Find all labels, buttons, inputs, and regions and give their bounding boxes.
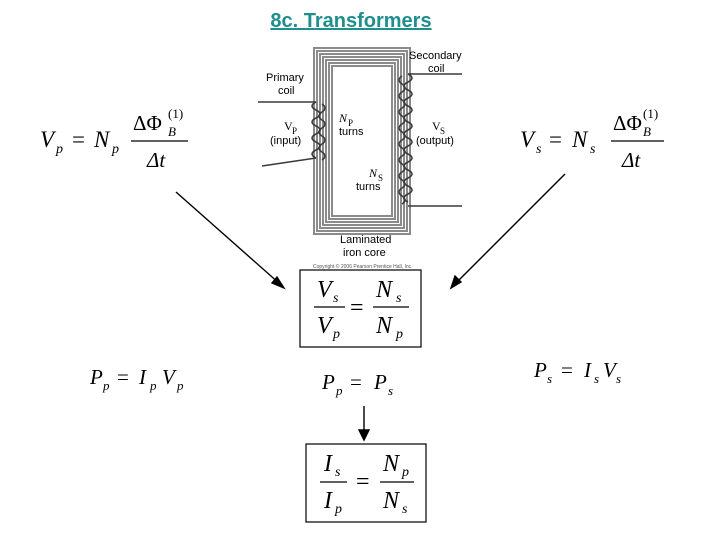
arrow-right-diagonal	[454, 173, 566, 285]
transformer-figure: Primary coil Secondary coil N P turns V …	[258, 47, 462, 270]
svg-text:P: P	[373, 370, 387, 394]
svg-text:P: P	[533, 358, 547, 382]
svg-text:=: =	[117, 365, 129, 389]
vp-label: V	[284, 119, 293, 133]
svg-text:p: p	[149, 378, 157, 393]
vp-input: (input)	[270, 135, 301, 147]
primary-coil-label-1: Primary	[266, 72, 304, 84]
power-equality-equation: P p = P s	[321, 370, 393, 398]
ns-turns: turns	[356, 181, 381, 193]
power-secondary-equation: P s = I s V s	[533, 358, 621, 386]
delta-phi-subscript: B	[643, 124, 651, 139]
svg-text:V: V	[603, 358, 618, 382]
equals-sign: =	[549, 127, 562, 152]
power-primary-equation: P p = I p V p	[89, 365, 184, 393]
np-label: N	[338, 111, 348, 125]
svg-text:V: V	[317, 277, 334, 303]
current-ratio-box	[305, 443, 427, 523]
primary-coil	[258, 101, 326, 167]
svg-text:s: s	[547, 371, 552, 386]
core-label-1: Laminated	[340, 234, 391, 246]
delta-phi: ΔΦ	[613, 111, 642, 135]
svg-text:s: s	[594, 371, 599, 386]
vp-subscript: p	[55, 142, 63, 157]
ns-subscript: s	[590, 142, 596, 157]
svg-text:V: V	[317, 313, 334, 339]
vs-sub: S	[440, 126, 445, 136]
svg-text:I: I	[323, 451, 333, 477]
faraday-primary-equation: V p = N p ΔΦ (1) B Δt	[40, 106, 188, 172]
svg-text:p: p	[332, 327, 340, 342]
svg-text:s: s	[616, 371, 621, 386]
arrow-left-diagonal	[175, 191, 281, 285]
voltage-ratio-box	[299, 269, 422, 348]
svg-text:p: p	[102, 378, 110, 393]
svg-text:I: I	[323, 488, 333, 514]
delta-phi: ΔΦ	[133, 111, 162, 135]
np-sub: P	[348, 118, 353, 128]
svg-text:p: p	[401, 465, 409, 480]
delta-phi-superscript: (1)	[643, 106, 658, 121]
svg-text:p: p	[335, 383, 343, 398]
arrow-right-head	[449, 274, 463, 290]
svg-text:P: P	[89, 365, 103, 389]
secondary-coil-label-2: coil	[428, 63, 445, 75]
secondary-coil-label-1: Secondary	[409, 50, 462, 62]
svg-text:N: N	[382, 451, 401, 477]
secondary-coil	[398, 73, 462, 207]
vp-symbol: V	[40, 127, 57, 152]
vs-output: (output)	[416, 135, 454, 147]
svg-text:P: P	[321, 370, 335, 394]
vp-sub: P	[292, 126, 297, 136]
svg-text:s: s	[333, 291, 339, 306]
svg-text:p: p	[395, 327, 403, 342]
faraday-secondary-equation: V s = N s ΔΦ (1) B Δt	[520, 106, 664, 172]
svg-text:=: =	[356, 469, 370, 495]
slide-title: 8c. Transformers	[270, 10, 432, 32]
arrows	[175, 173, 566, 442]
svg-text:N: N	[382, 488, 401, 514]
svg-text:p: p	[176, 378, 184, 393]
arrow-left-head	[270, 275, 286, 290]
svg-text:N: N	[375, 313, 394, 339]
delta-t: Δt	[146, 148, 166, 172]
equals-sign: =	[72, 127, 85, 152]
svg-text:=: =	[350, 295, 364, 321]
figure-labels: Primary coil Secondary coil N P turns V …	[266, 50, 462, 270]
svg-text:=: =	[561, 358, 573, 382]
ns-symbol: N	[571, 127, 589, 152]
np-symbol: N	[93, 127, 111, 152]
svg-text:s: s	[402, 502, 408, 517]
svg-text:s: s	[388, 383, 393, 398]
np-subscript: p	[111, 142, 119, 157]
svg-text:I: I	[138, 365, 147, 389]
voltage-ratio-equation: V s V p = N s N p	[299, 269, 422, 348]
delta-phi-subscript: B	[168, 124, 176, 139]
svg-text:V: V	[162, 365, 177, 389]
core-label-2: iron core	[343, 247, 386, 259]
svg-text:s: s	[396, 291, 402, 306]
svg-text:=: =	[350, 370, 362, 394]
ns-label: N	[368, 166, 378, 180]
primary-coil-label-2: coil	[278, 85, 295, 97]
vs-subscript: s	[536, 142, 542, 157]
vs-label: V	[432, 119, 441, 133]
copyright-text: Copyright © 2006 Pearson Prentice Hall, …	[313, 263, 413, 270]
svg-text:p: p	[334, 502, 342, 517]
ns-sub: S	[378, 173, 383, 183]
svg-text:s: s	[335, 465, 341, 480]
arrow-down-head	[357, 429, 371, 442]
np-turns: turns	[339, 126, 364, 138]
svg-text:I: I	[583, 358, 592, 382]
vs-symbol: V	[520, 127, 537, 152]
delta-t: Δt	[621, 148, 641, 172]
delta-phi-superscript: (1)	[168, 106, 183, 121]
svg-text:N: N	[375, 277, 394, 303]
current-ratio-equation: I s I p = N p N s	[305, 443, 427, 523]
